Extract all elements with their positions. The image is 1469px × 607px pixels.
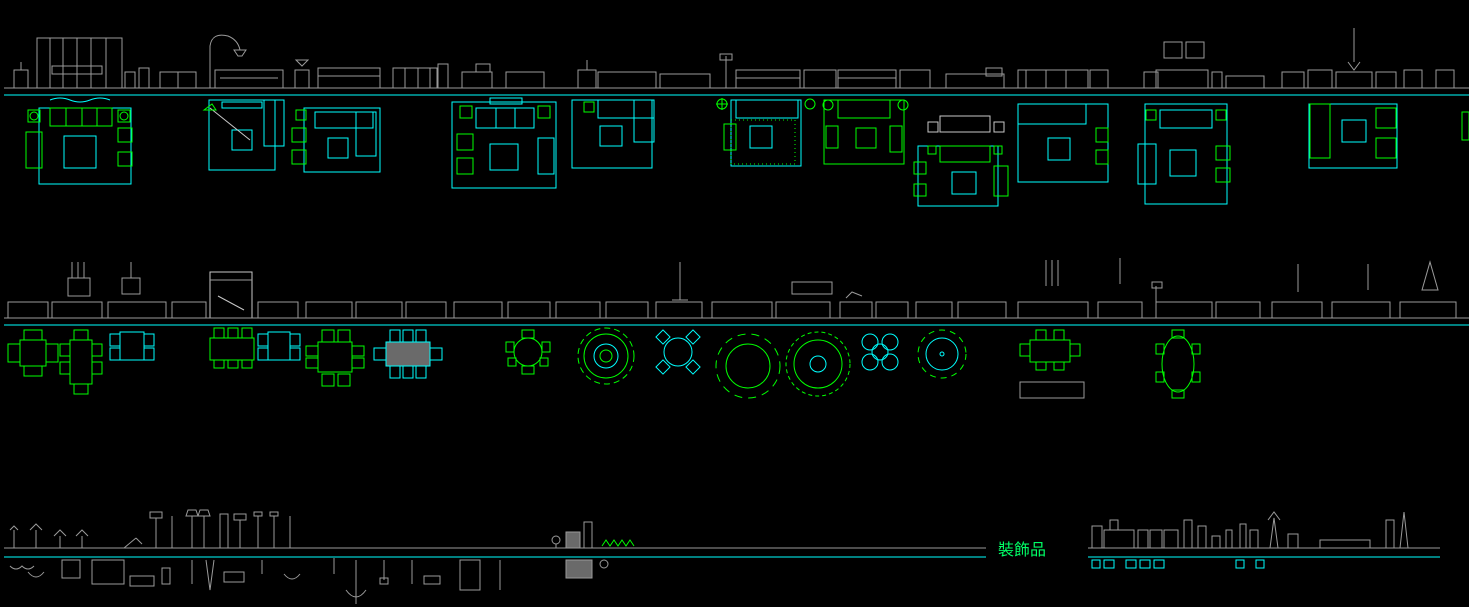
decor-section-label: 裝飾品 [998,540,1047,559]
sofa-elevations-row [13,28,1455,89]
rect-table-6-seat-b [1019,329,1085,399]
round-table-12-seat [577,327,635,385]
living-room-plan-4 [451,97,557,189]
round-table-8-seat-b [917,329,967,379]
dining-elevations-row [7,258,1457,319]
round-table-6-seat [505,329,551,375]
pendant-lamps-dining [67,258,1439,319]
round-table-4-seat [655,329,701,375]
living-room-plan-1 [25,97,133,185]
living-room-plan-7 [822,99,909,165]
rect-table-small [109,331,155,361]
sofa-elevation [214,69,284,89]
dining-plans-row [7,327,1201,399]
dining-sets-elevation [7,301,1457,319]
sofa-plans-row [25,97,1469,207]
living-room-plan-6 [716,98,816,167]
round-table-cloverleaf [861,333,899,371]
living-room-plan-10 [1137,103,1231,205]
living-room-plan-5 [571,99,655,169]
living-room-plan-11 [1308,103,1469,169]
wall-frame-elevation [1163,41,1183,59]
oval-table-8-seat [1155,329,1201,399]
rect-table-6-seat [59,329,103,395]
lamps-plan-row [9,558,1265,604]
living-room-plan-2 [202,99,285,171]
square-table-8-seat [305,329,365,387]
lamps-elevation-row [9,509,1409,549]
round-table-14-seat [785,331,851,397]
chandelier-block [565,531,581,549]
long-table-8-seat [209,327,255,369]
banquet-table-10-seat [373,329,443,379]
living-room-plan-8 [913,115,1009,207]
living-room-plan-3 [291,107,381,173]
rect-table-4-seat-b [257,331,301,361]
living-room-plan-9 [1017,103,1109,183]
round-table-10-seat [715,333,781,399]
arc-floor-lamp-elevation [209,34,241,88]
square-table-4-seat [7,329,59,377]
